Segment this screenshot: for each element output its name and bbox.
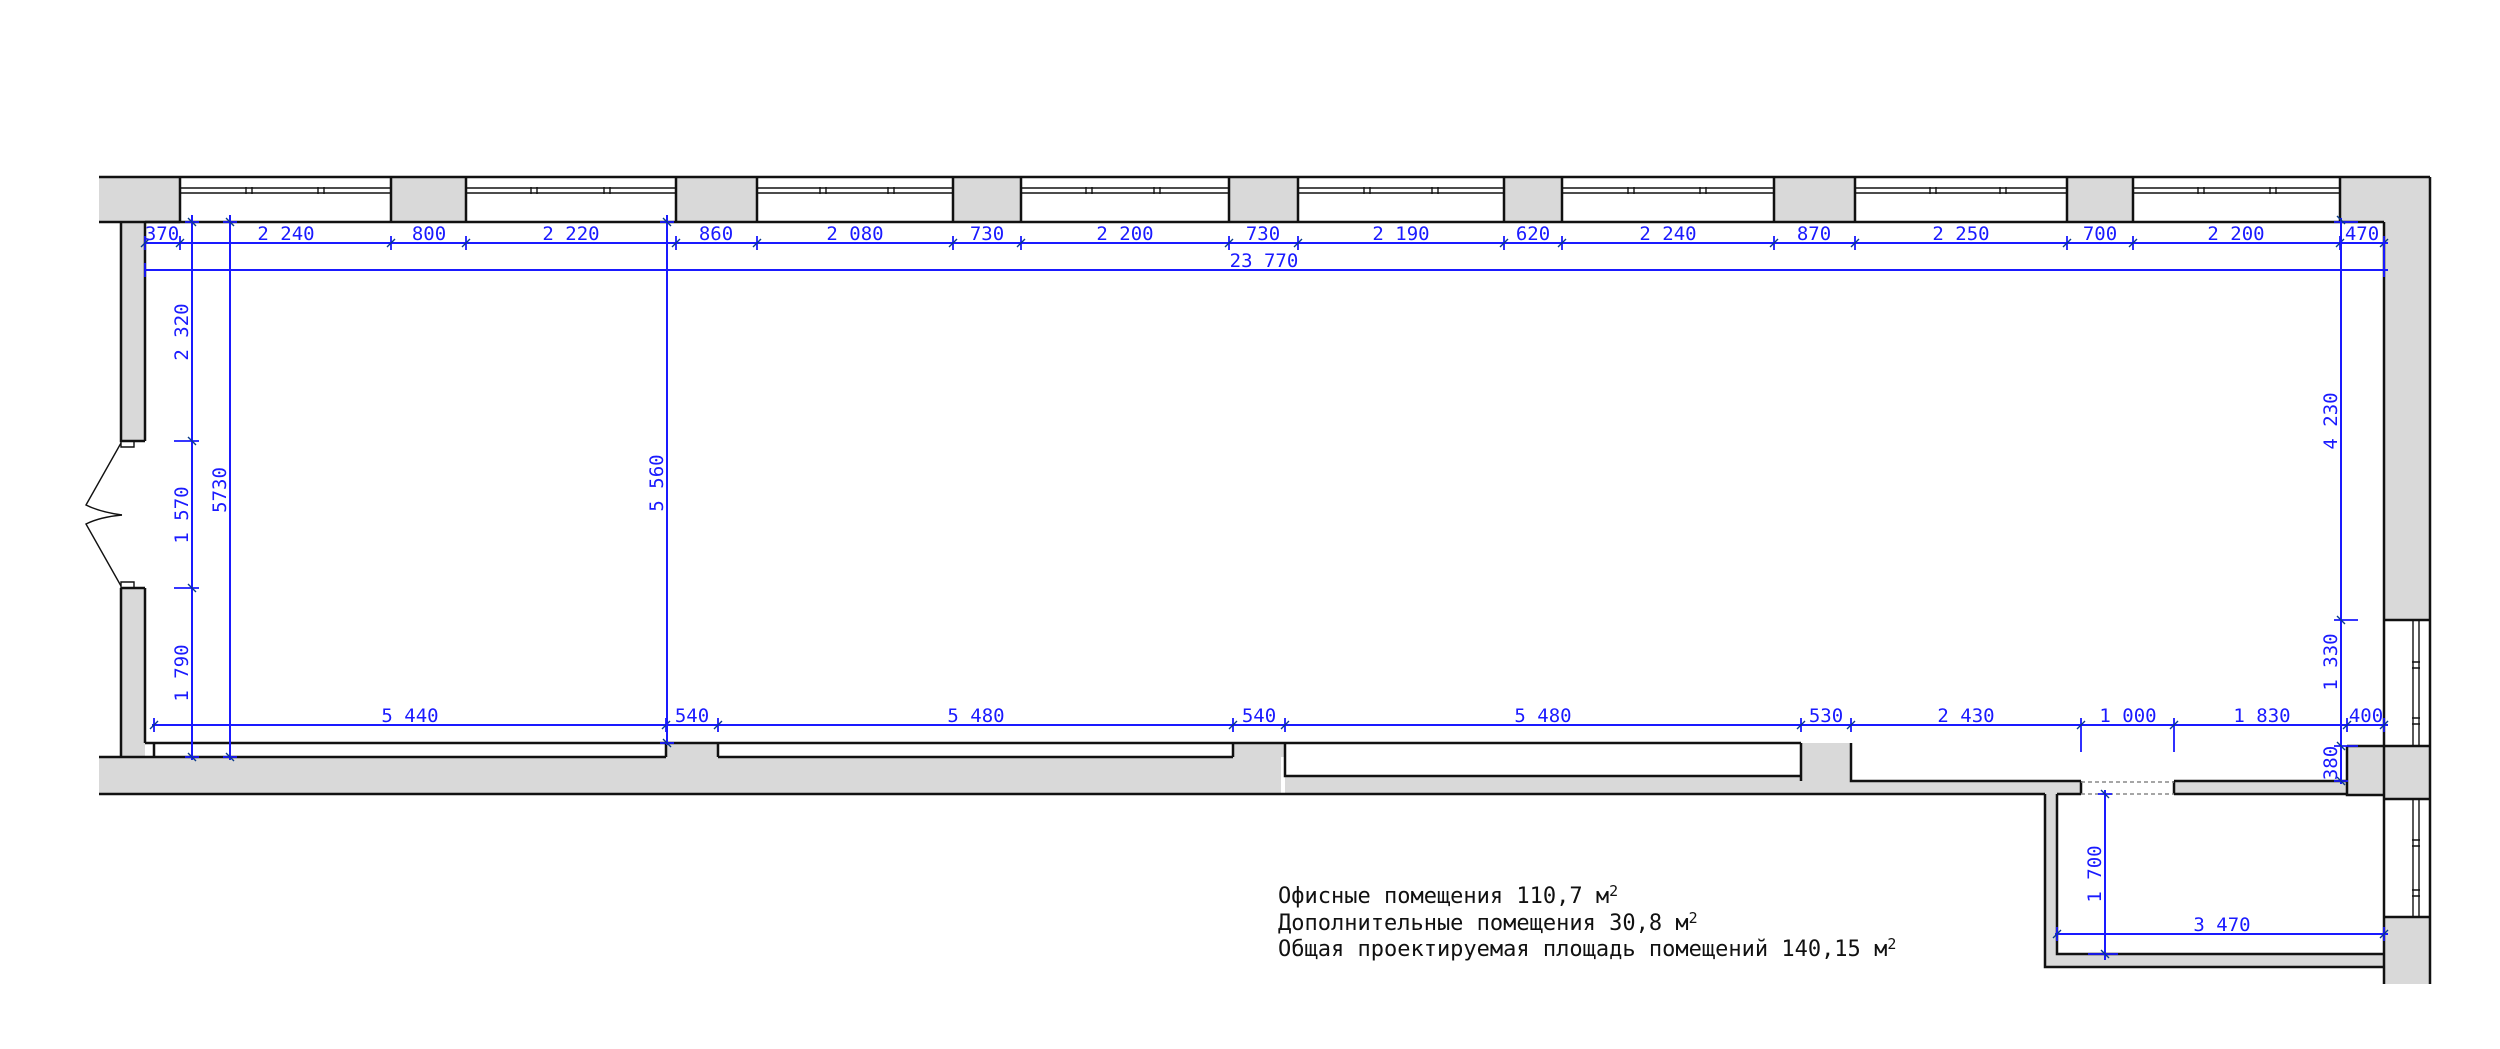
left-dimension-chain: 2 320 1 570 1 790 5730 (171, 215, 237, 762)
note-label: Офисные помещения (1278, 884, 1504, 909)
dim-top-5: 2 080 (826, 223, 883, 245)
dim-bottom-4: 5 480 (1514, 705, 1571, 727)
dim-top-9: 2 190 (1372, 223, 1429, 245)
dim-top-14: 700 (2083, 223, 2117, 245)
dim-top-15: 2 200 (2207, 223, 2264, 245)
entrance-door (85, 442, 123, 587)
area-summary: Офисные помещения 110,7 м2 Дополнительны… (1278, 884, 1896, 964)
dim-bottom-6: 2 430 (1937, 705, 1994, 727)
note-extra-area: Дополнительные помещения 30,8 м2 (1278, 908, 1896, 938)
note-label: Общая проектируемая площадь помещений (1278, 937, 1769, 962)
dim-top-11: 2 240 (1639, 223, 1696, 245)
dim-top-4: 860 (699, 223, 733, 245)
walls (99, 177, 2430, 984)
dim-top-12: 870 (1797, 223, 1831, 245)
interior-dimension: 5 560 (646, 215, 674, 748)
dim-left-total: 5730 (209, 467, 231, 513)
dim-top-7: 2 200 (1096, 223, 1153, 245)
note-unit-power: 2 (1609, 882, 1619, 900)
note-value: 110,7 (1516, 884, 1583, 909)
note-unit-power: 2 (1887, 935, 1897, 953)
dim-top-2: 800 (412, 223, 446, 245)
dim-left-2: 1 790 (171, 644, 193, 701)
dim-top-total: 23 770 (1230, 250, 1299, 272)
wall-outlines (99, 175, 2432, 984)
note-unit: м (1675, 910, 1689, 936)
dim-right-0: 4 230 (2320, 392, 2342, 449)
dim-left-0: 2 320 (171, 303, 193, 360)
dim-bottom-2: 5 480 (947, 705, 1004, 727)
dim-right-1: 1 330 (2320, 633, 2342, 690)
note-label: Дополнительные помещения (1278, 910, 1596, 936)
dim-bottom-3: 540 (1242, 705, 1276, 727)
dim-bottom-0: 5 440 (381, 705, 438, 727)
dim-annex-width: 3 470 (2193, 914, 2250, 936)
dim-top-1: 2 240 (257, 223, 314, 245)
dim-bottom-1: 540 (675, 705, 709, 727)
dim-top-3: 2 220 (542, 223, 599, 245)
right-dimension-chain: 4 230 1 330 380 (2320, 215, 2385, 786)
dim-top-16: 470 (2345, 223, 2379, 245)
dim-top-10: 620 (1516, 223, 1550, 245)
note-office-area: Офисные помещения 110,7 м2 (1278, 884, 1896, 911)
dim-bottom-5: 530 (1809, 705, 1843, 727)
note-total-area: Общая проектируемая площадь помещений 14… (1278, 937, 1896, 964)
annex-dimensions: 1 700 3 470 (2052, 789, 2389, 960)
dim-bottom-9: 400 (2349, 705, 2383, 727)
top-dimension-chain: 370 2 240 800 2 220 860 2 080 730 2 200 … (140, 223, 2389, 277)
dim-annex-depth: 1 700 (2084, 845, 2106, 902)
dim-left-1: 1 570 (171, 486, 193, 543)
dim-bottom-8: 1 830 (2233, 705, 2290, 727)
dim-top-0: 370 (145, 223, 179, 245)
note-unit: м (1595, 884, 1610, 909)
note-unit-power: 2 (1688, 908, 1698, 927)
windows (180, 187, 2420, 917)
dim-bottom-7: 1 000 (2099, 705, 2156, 727)
dim-right-2: 380 (2320, 746, 2342, 780)
dim-top-6: 730 (970, 223, 1004, 245)
note-value: 30,8 (1609, 910, 1663, 936)
dim-mid-height: 5 560 (646, 454, 668, 511)
dim-top-8: 730 (1246, 223, 1280, 245)
note-unit: м (1874, 937, 1888, 962)
dim-top-13: 2 250 (1932, 223, 1989, 245)
note-value: 140,15 (1781, 937, 1861, 962)
